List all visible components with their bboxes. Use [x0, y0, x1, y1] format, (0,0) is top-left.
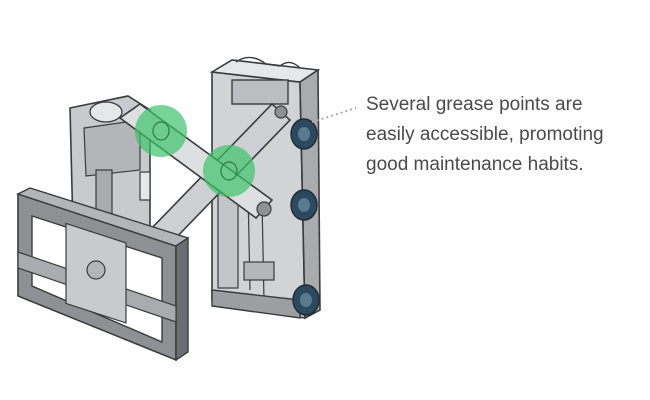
grease-callout-text: Several grease points are easily accessi… — [366, 94, 604, 175]
roller-top — [290, 118, 318, 150]
fork-carriage-frame — [16, 187, 190, 362]
grease-point-2 — [203, 145, 255, 197]
roller-bottom — [292, 284, 320, 316]
roller-middle — [290, 189, 318, 221]
grease-point-1 — [135, 105, 187, 157]
grease-points — [135, 105, 255, 197]
rear-rollers — [290, 118, 320, 316]
